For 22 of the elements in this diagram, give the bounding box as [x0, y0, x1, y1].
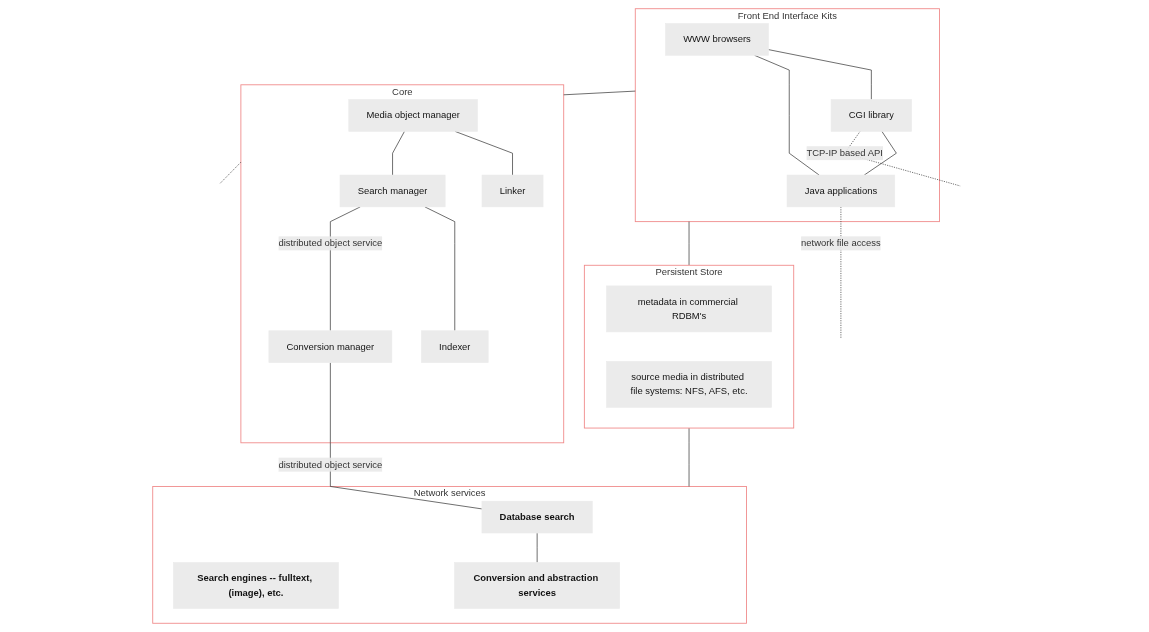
edge-label: TCP-IP based API	[806, 147, 884, 158]
node-box: Conversion and abstraction services	[454, 562, 621, 609]
edge-label: distributed object service	[278, 238, 383, 249]
connector	[330, 362, 483, 510]
connector	[392, 131, 406, 176]
node-box: Conversion manager	[268, 330, 393, 363]
node-box: Indexer	[421, 330, 489, 363]
node-box: WWW browsers	[665, 23, 770, 56]
node-box: Search manager	[340, 174, 446, 208]
connector	[455, 131, 514, 176]
connector	[754, 54, 820, 176]
connector	[563, 90, 636, 96]
node-box: Media object manager	[348, 99, 479, 132]
node-box: Linker	[482, 174, 544, 208]
connector	[768, 49, 873, 100]
connector	[424, 206, 456, 332]
connector	[330, 206, 361, 332]
edge-label: network file access	[801, 238, 882, 249]
node-box: CGI library	[831, 99, 913, 132]
node-box: Database search	[482, 500, 593, 534]
node-box: Java applications	[787, 174, 896, 208]
edge-label: distributed object service	[278, 459, 383, 470]
